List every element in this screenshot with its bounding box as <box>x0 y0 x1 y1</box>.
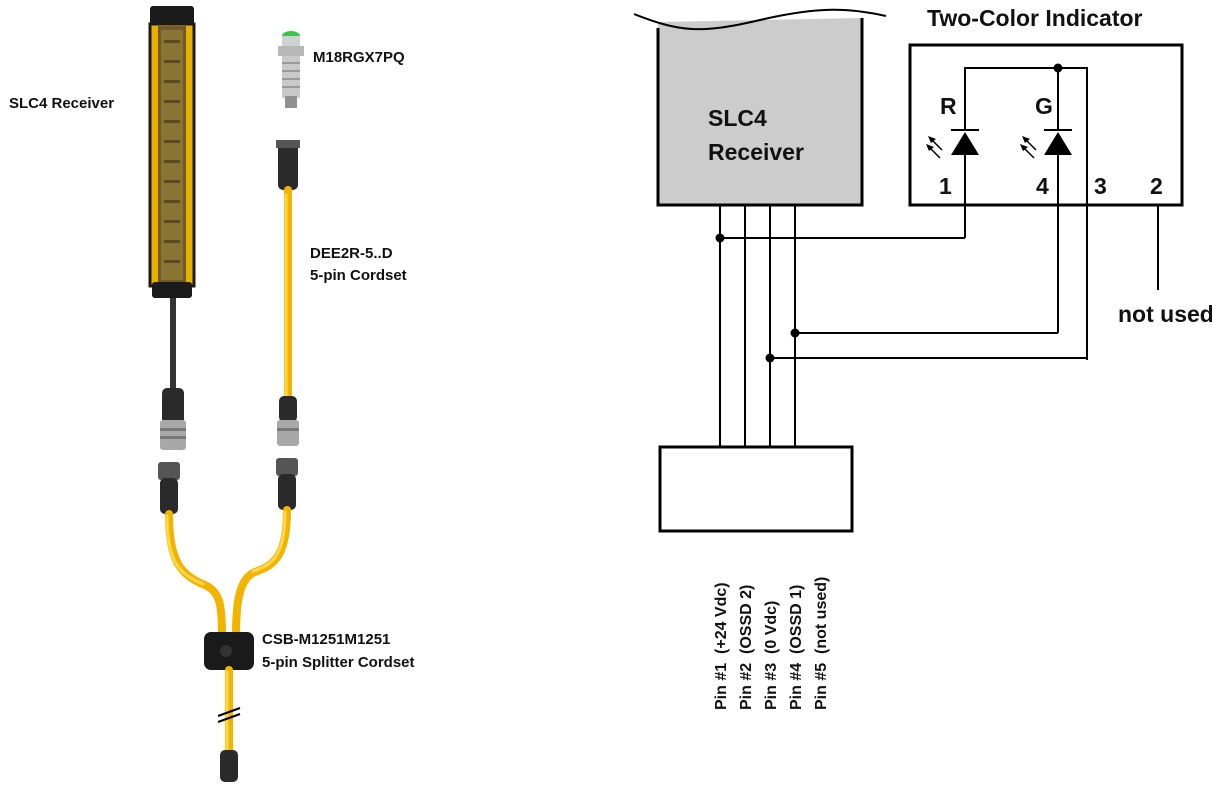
pin-4-label: Pin #4 (OSSD 1) <box>788 585 805 710</box>
product-illustration: SLC4 Receiver M18RGX7PQ DEE2R-5..D 5-pin… <box>9 6 415 782</box>
indicator-block: Two-Color Indicator R <box>908 5 1212 360</box>
splitter-model-label: CSB-M1251M1251 <box>262 631 390 648</box>
terminal-2: 2 <box>1150 173 1163 199</box>
led-g-label: G <box>1035 93 1053 119</box>
green-led-symbol: G <box>1020 93 1072 333</box>
pin-3-label: Pin #3 (0 Vdc) <box>763 601 780 710</box>
cordset-model-label: DEE2R-5..D <box>310 245 393 262</box>
receiver-label: SLC4 Receiver <box>9 95 114 112</box>
indicator-title: Two-Color Indicator <box>927 5 1143 31</box>
not-used-label: not used <box>1118 301 1212 327</box>
pin-labels: Pin #1 (+24 Vdc) Pin #2 (OSSD 2) Pin #3 … <box>713 577 830 710</box>
m18-indicator-image <box>278 31 304 108</box>
pin-2-label: Pin #2 (OSSD 2) <box>738 585 755 710</box>
terminal-3: 3 <box>1094 173 1107 199</box>
indicator-model-label: M18RGX7PQ <box>313 49 405 66</box>
receiver-block: SLC4 Receiver <box>633 8 887 207</box>
red-led-symbol: R <box>926 93 979 238</box>
cordset-desc-label: 5-pin Cordset <box>310 267 407 284</box>
connector-block <box>658 445 854 533</box>
led-r-label: R <box>940 93 957 119</box>
splitter-cordset-image <box>158 458 298 782</box>
cordset-image <box>276 140 300 446</box>
splitter-desc-label: 5-pin Splitter Cordset <box>262 654 415 671</box>
receiver-title-line2: Receiver <box>708 139 804 165</box>
schematic: SLC4 Receiver Two-Color Indicator R <box>633 5 1212 710</box>
bus-wires <box>715 205 1087 447</box>
pin-5-label: Pin #5 (not used) <box>813 577 830 710</box>
terminal-4: 4 <box>1036 173 1049 199</box>
receiver-title-line1: SLC4 <box>708 105 767 131</box>
terminal-1: 1 <box>939 173 952 199</box>
slc4-receiver-image <box>148 6 196 450</box>
pin-1-label: Pin #1 (+24 Vdc) <box>713 582 730 710</box>
